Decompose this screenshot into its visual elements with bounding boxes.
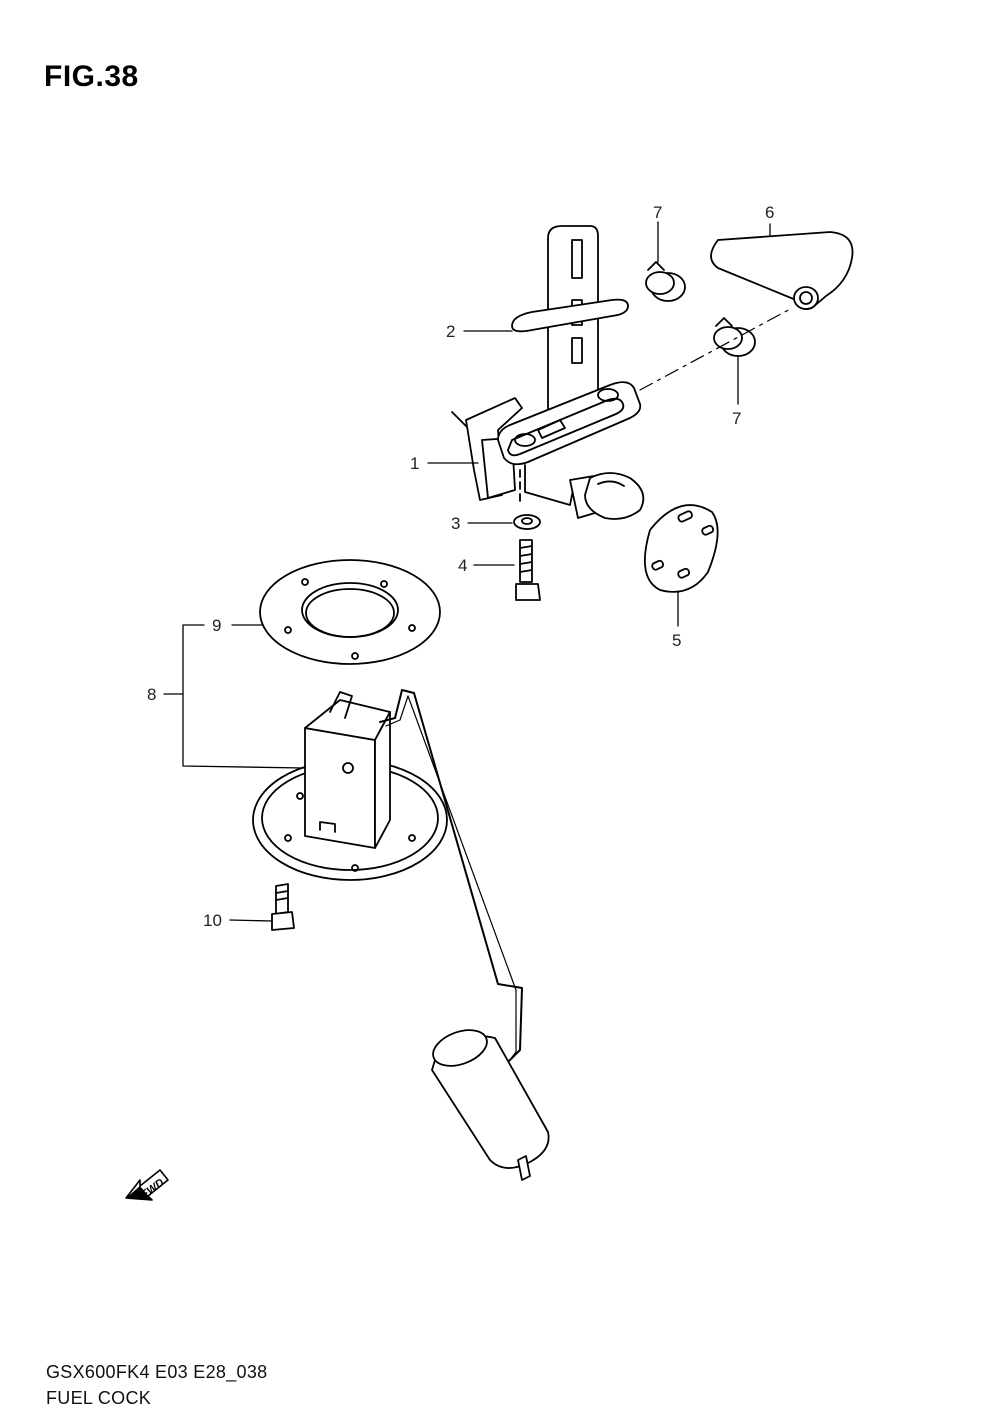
callout-5: 5 xyxy=(672,631,681,650)
bolt-fuel-cock xyxy=(515,539,541,601)
fuel-cock-gasket xyxy=(643,504,719,593)
callout-7-lower: 7 xyxy=(732,409,741,428)
model-code: GSX600FK4 E03 E28_038 xyxy=(46,1362,268,1382)
leader-lines xyxy=(163,221,771,922)
washer xyxy=(513,514,541,530)
fuel-cock-body xyxy=(451,381,645,520)
callout-2: 2 xyxy=(446,322,455,341)
fuel-level-gauge xyxy=(252,689,550,1181)
callout-1: 1 xyxy=(410,454,419,473)
bolt-gauge-mount xyxy=(271,883,295,931)
callout-9: 9 xyxy=(212,616,221,635)
forward-arrow-icon: FWD xyxy=(125,1169,169,1201)
fuel-hose xyxy=(710,231,854,310)
callout-8: 8 xyxy=(147,685,156,704)
hose-clamp-lower xyxy=(713,317,756,357)
callout-10: 10 xyxy=(203,911,222,930)
hose-clamp-upper xyxy=(645,261,686,302)
figure-title: FIG.38 xyxy=(44,60,139,93)
callout-3: 4 xyxy=(458,556,467,575)
callout-4: 3 xyxy=(451,514,460,533)
callout-7-upper: 7 xyxy=(653,203,662,222)
callout-6: 6 xyxy=(765,203,774,222)
fuel-pump-gasket xyxy=(259,559,441,665)
figure-caption: FUEL COCK xyxy=(46,1388,152,1408)
fuel-cock-lever xyxy=(511,225,629,421)
